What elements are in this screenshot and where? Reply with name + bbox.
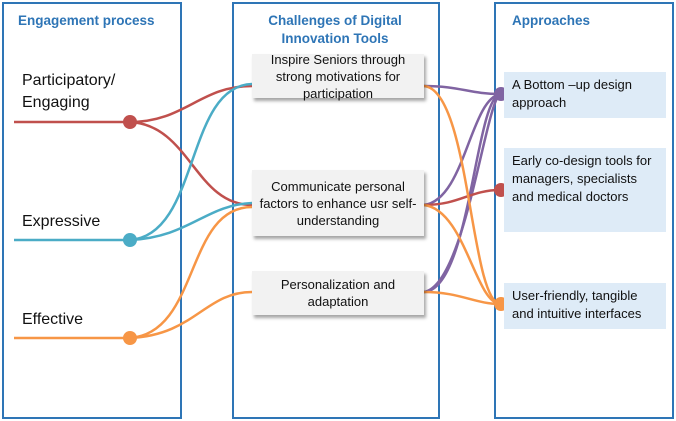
- challenge-inspire: Inspire Seniors through strong motivatio…: [252, 52, 424, 101]
- approach-codesign: Early co-design tools for managers, spec…: [504, 148, 666, 232]
- approach-bottomup: A Bottom –up design approach: [504, 72, 666, 118]
- connector-personalization-to-bottomup-b: [423, 92, 501, 294]
- approaches-column: [494, 2, 674, 419]
- connector-communicate-to-bottomup: [423, 92, 501, 207]
- node-expressive: [123, 233, 137, 247]
- approach-userfriendly: User-friendly, tangible and intuitive in…: [504, 283, 666, 329]
- connector-expressive-to-communicate: [129, 201, 253, 242]
- challenges-title: Challenges of Digital Innovation Tools: [268, 13, 402, 46]
- node-effective: [123, 331, 137, 345]
- connector-expressive-to-inspire: [129, 82, 253, 242]
- connector-inspire-to-bottomup: [423, 84, 501, 96]
- connector-communicate-to-userfriendly: [423, 203, 501, 306]
- stage-participatory-line1: Participatory/: [22, 72, 116, 89]
- stage-effective-label: Effective: [22, 311, 84, 328]
- stage-participatory-label: Participatory/ Engaging: [22, 70, 115, 114]
- node-participatory: [123, 115, 137, 129]
- stage-expressive-label: Expressive: [22, 213, 101, 230]
- approaches-title: Approaches: [512, 13, 591, 28]
- stage-participatory-line2: Engaging: [22, 94, 90, 111]
- challenge-communicate: Communicate personal factors to enhance …: [252, 170, 424, 236]
- connector-inspire-to-userfriendly: [423, 84, 501, 306]
- connector-communicate-to-codesign: [423, 188, 501, 207]
- connector-participatory-to-inspire: [129, 84, 253, 124]
- challenge-personalization: Personalization and adaptation: [252, 271, 424, 315]
- connector-personalization-to-userfriendly: [423, 290, 501, 306]
- engagement-title: Engagement process: [18, 13, 155, 28]
- connector-effective-to-communicate: [129, 205, 253, 340]
- connector-effective-to-personalization: [129, 290, 253, 340]
- engagement-column: [2, 2, 182, 419]
